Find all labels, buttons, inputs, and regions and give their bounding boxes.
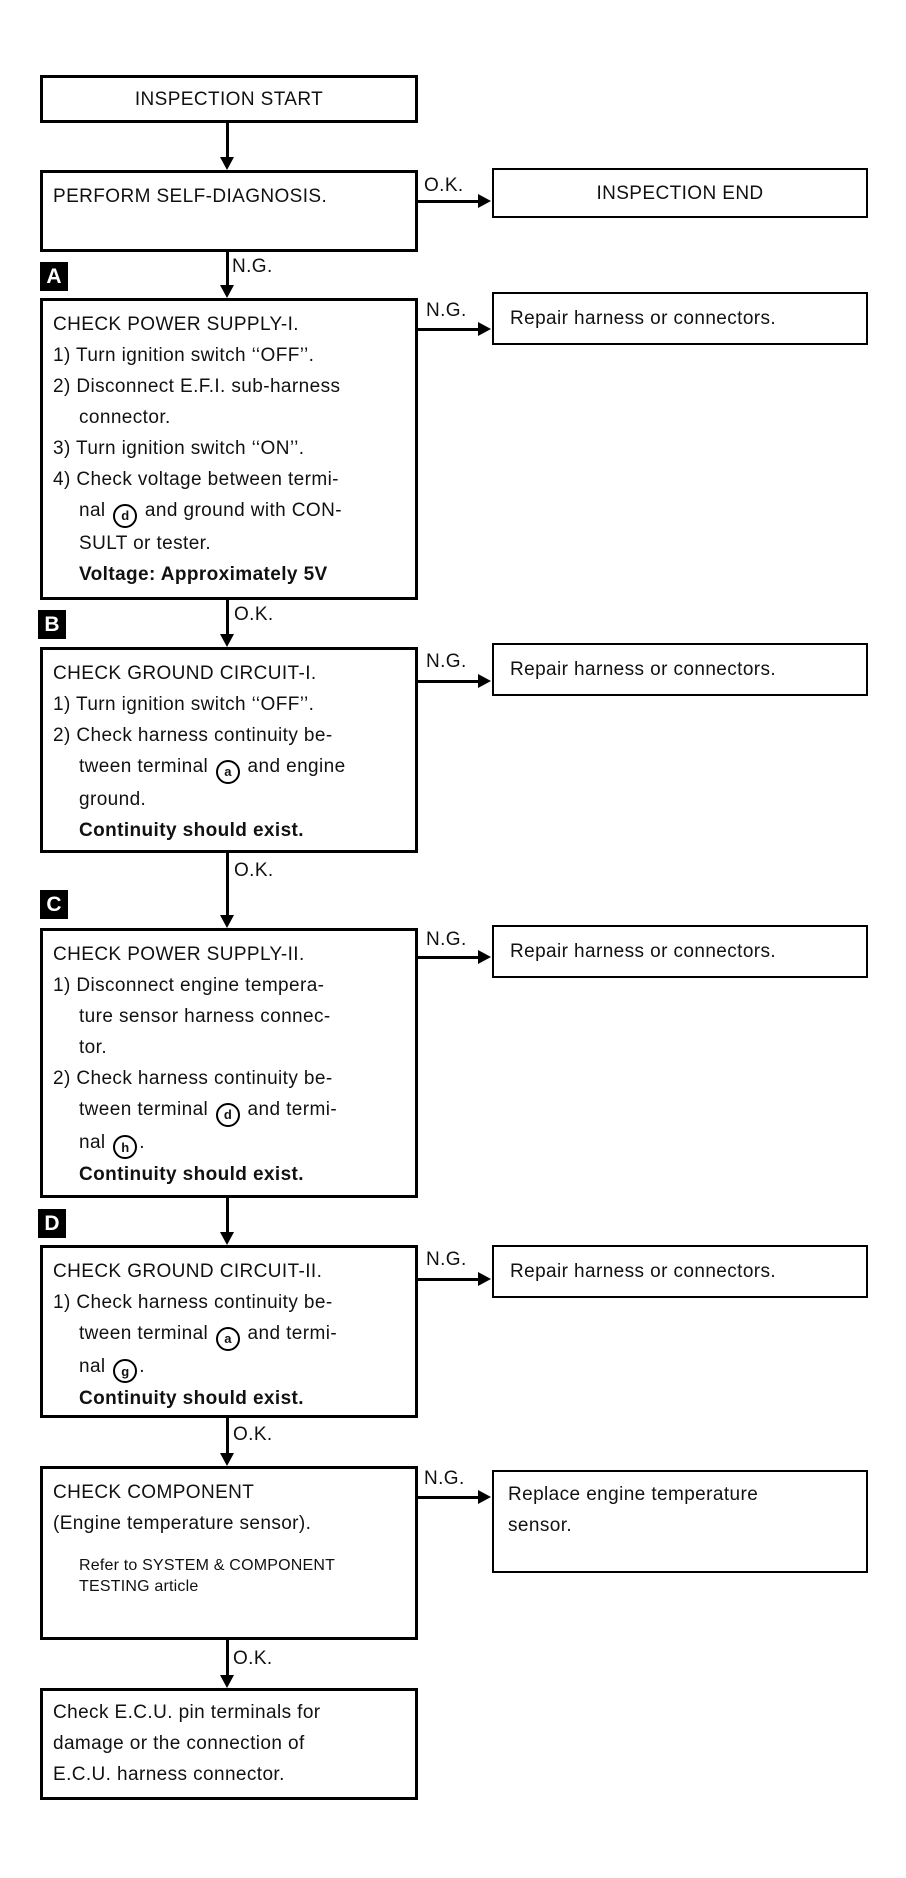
text-line: 1) Turn ignition switch ‘‘OFF’’. xyxy=(53,345,315,366)
edge-label-ok-b: O.K. xyxy=(234,860,274,881)
text-line: tor. xyxy=(79,1037,108,1058)
arrow-d-to-repair xyxy=(418,1272,491,1286)
terminal-circle-a: a xyxy=(215,1326,240,1351)
terminal-circle-g: g xyxy=(113,1359,138,1383)
section-marker-a: A xyxy=(40,262,68,291)
text-line: INSPECTION END xyxy=(596,182,764,204)
node-inspection-start: INSPECTION START xyxy=(40,75,418,123)
terminal-circle-h: h xyxy=(113,1135,138,1159)
text-line: CHECK GROUND CIRCUIT-I. xyxy=(53,663,317,684)
node-replace-sensor: Replace engine temperature sensor. xyxy=(492,1470,868,1573)
edge-label-ok-a: O.K. xyxy=(234,604,274,625)
text-line: connector. xyxy=(79,407,171,428)
text-line: ground. xyxy=(79,788,147,810)
text-line: CHECK COMPONENT xyxy=(53,1482,255,1503)
edge-label-ok-d: O.K. xyxy=(233,1424,273,1445)
section-marker-b: B xyxy=(38,610,66,639)
text-line: 3) Turn ignition switch ‘‘ON’’. xyxy=(53,438,305,459)
arrow-component-to-replace xyxy=(418,1490,491,1504)
text-line: (Engine temperature sensor). xyxy=(53,1513,312,1534)
text-line: 1) Turn ignition switch ‘‘OFF’’. xyxy=(53,694,315,715)
arrow-selfdiag-to-a xyxy=(220,252,234,298)
arrow-b-to-repair xyxy=(418,674,491,688)
text-line: Repair harness or connectors. xyxy=(510,1261,777,1282)
arrow-c-to-repair xyxy=(418,950,491,964)
text-line: 2) Check harness continuity be- xyxy=(53,725,333,746)
node-check-power-supply-1: CHECK POWER SUPPLY-I. 1) Turn ignition sw… xyxy=(40,298,418,600)
node-inspection-end: INSPECTION END xyxy=(492,168,868,218)
edge-label-ng-d: N.G. xyxy=(426,1249,467,1270)
text-line: INSPECTION START xyxy=(134,88,324,110)
section-marker-d: D xyxy=(38,1209,66,1238)
text-line: TESTING article xyxy=(79,1578,199,1595)
node-perform-self-diagnosis: PERFORM SELF-DIAGNOSIS. xyxy=(40,170,418,252)
text-line: nal h. xyxy=(53,1127,409,1159)
node-check-ecu-pins: Check E.C.U. pin terminals for damage or … xyxy=(40,1688,418,1800)
arrow-d-to-component xyxy=(220,1418,234,1466)
text-line: E.C.U. harness connector. xyxy=(53,1764,285,1785)
text-line: CHECK POWER SUPPLY-II. xyxy=(53,944,305,965)
node-check-ground-circuit-1: CHECK GROUND CIRCUIT-I. 1) Turn ignition … xyxy=(40,647,418,853)
edge-label-ng-c: N.G. xyxy=(426,929,467,950)
text-line: 2) Check harness continuity be- xyxy=(53,1068,333,1089)
text-line: SULT or tester. xyxy=(79,532,212,554)
text-line: 1) Disconnect engine tempera- xyxy=(53,975,325,996)
arrow-a-to-b xyxy=(220,600,234,647)
text-line: Replace engine temperature xyxy=(508,1484,759,1505)
terminal-circle-d: d xyxy=(113,503,138,528)
text-line: 2) Disconnect E.F.I. sub-harness xyxy=(53,376,341,397)
text-line: Check E.C.U. pin terminals for xyxy=(53,1702,321,1723)
node-check-power-supply-2: CHECK POWER SUPPLY-II. 1) Disconnect engi… xyxy=(40,928,418,1198)
arrow-selfdiag-to-end xyxy=(418,194,491,208)
arrow-component-to-ecu xyxy=(220,1640,234,1688)
text-line: Continuity should exist. xyxy=(79,819,304,841)
edge-label-ng-a: N.G. xyxy=(426,300,467,321)
text-line: 1) Check harness continuity be- xyxy=(53,1292,333,1313)
node-repair-harness-b: Repair harness or connectors. xyxy=(492,643,868,696)
node-check-component: CHECK COMPONENT (Engine temperature senso… xyxy=(40,1466,418,1640)
text-line: Continuity should exist. xyxy=(79,1164,304,1185)
edge-label-ok-selfdiag: O.K. xyxy=(424,175,464,196)
edge-label-ng-b: N.G. xyxy=(426,651,467,672)
node-repair-harness-d: Repair harness or connectors. xyxy=(492,1245,868,1298)
section-marker-c: C xyxy=(40,890,68,919)
text-line: ture sensor harness connec- xyxy=(79,1006,331,1027)
text-line: tween terminal a and termi- xyxy=(53,1318,409,1351)
arrow-b-to-c xyxy=(220,853,234,928)
text-line: tween terminal a and engine xyxy=(53,751,409,784)
edge-label-ok-component: O.K. xyxy=(233,1648,273,1669)
text-line: Repair harness or connectors. xyxy=(510,659,777,680)
text-line: Repair harness or connectors. xyxy=(510,941,777,962)
text-line: CHECK POWER SUPPLY-I. xyxy=(53,314,299,335)
edge-label-ng-component: N.G. xyxy=(424,1468,465,1489)
text-line: Repair harness or connectors. xyxy=(510,308,777,329)
text-line: CHECK GROUND CIRCUIT-II. xyxy=(53,1261,323,1282)
node-check-ground-circuit-2: CHECK GROUND CIRCUIT-II. 1) Check harness… xyxy=(40,1245,418,1418)
text-line: Refer to SYSTEM & COMPONENT xyxy=(79,1557,336,1574)
terminal-circle-a: a xyxy=(215,759,240,784)
arrow-start-to-selfdiag xyxy=(220,123,234,170)
text-line: damage or the connection of xyxy=(53,1733,305,1754)
node-repair-harness-a: Repair harness or connectors. xyxy=(492,292,868,345)
text-line: 4) Check voltage between termi- xyxy=(53,469,339,490)
text-line: PERFORM SELF-DIAGNOSIS. xyxy=(53,186,328,207)
node-repair-harness-c: Repair harness or connectors. xyxy=(492,925,868,978)
arrow-c-to-d xyxy=(220,1198,234,1245)
text-line: Voltage: Approximately 5V xyxy=(79,563,328,585)
text-line: nal d and ground with CON- xyxy=(53,495,409,528)
text-line: Continuity should exist. xyxy=(79,1388,304,1409)
edge-label-ng-selfdiag: N.G. xyxy=(232,256,273,277)
text-line: nal g. xyxy=(53,1351,409,1383)
text-line: tween terminal d and termi- xyxy=(53,1094,409,1127)
arrow-a-to-repair xyxy=(418,322,491,336)
terminal-circle-d: d xyxy=(215,1102,240,1127)
text-line: sensor. xyxy=(508,1515,573,1536)
